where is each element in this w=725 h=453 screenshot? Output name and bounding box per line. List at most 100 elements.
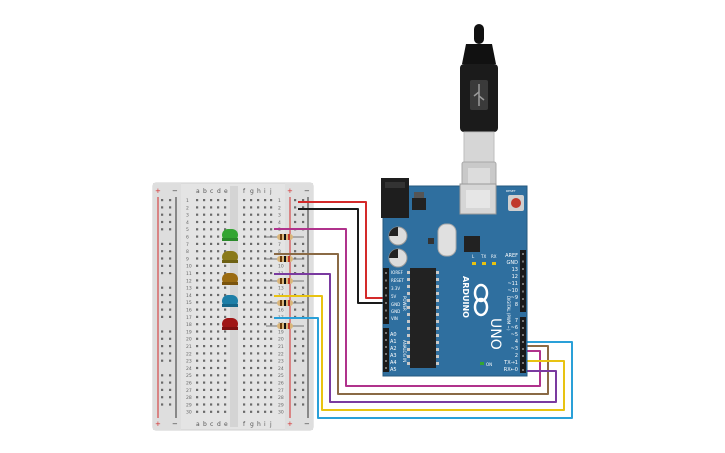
- rail-hole: [161, 388, 164, 391]
- breadboard-hole: [264, 337, 267, 340]
- rail-hole: [302, 337, 305, 340]
- row-number: 27: [278, 388, 284, 394]
- chip-pin: [407, 362, 410, 365]
- col-letter-g-bottom: g: [250, 421, 254, 428]
- row-number: 16: [186, 308, 192, 314]
- rail-hole: [161, 286, 164, 289]
- breadboard-hole: [217, 330, 220, 333]
- breadboard-hole: [224, 330, 227, 333]
- led-red[interactable]: [222, 318, 238, 330]
- pin-12: 12: [512, 274, 518, 280]
- breadboard-hole: [243, 213, 246, 216]
- breadboard-hole: [257, 264, 260, 267]
- pin-3v3: 3.3V: [391, 286, 400, 291]
- rail-hole: [161, 352, 164, 355]
- breadboard-hole: [217, 242, 220, 245]
- breadboard-hole: [196, 410, 199, 413]
- power-title: POWER: [402, 296, 407, 311]
- capacitors: [388, 226, 408, 268]
- breadboard-hole: [264, 242, 267, 245]
- resistor-2[interactable]: [266, 256, 304, 262]
- breadboard-hole: [224, 264, 227, 267]
- pin-gnd-2: GND: [391, 309, 400, 314]
- breadboard-hole: [217, 293, 220, 297]
- led-orange[interactable]: [222, 273, 238, 285]
- breadboard-hole: [257, 323, 260, 326]
- rail-hole: [169, 359, 172, 362]
- header-pin: [385, 309, 387, 312]
- rail-hole: [169, 206, 172, 209]
- breadboard-hole: [243, 242, 246, 245]
- breadboard-hole: [196, 403, 199, 406]
- breadboard-hole: [243, 315, 246, 318]
- breadboard-hole: [250, 315, 253, 318]
- column-letters-top: a b c d e f g h i j: [196, 188, 272, 195]
- breadboard-hole: [224, 352, 227, 355]
- col-letter-b-bottom: b: [203, 421, 207, 428]
- col-letter-g: g: [250, 188, 254, 195]
- breadboard-hole: [196, 381, 199, 384]
- led-green[interactable]: [222, 229, 238, 241]
- breadboard-hole: [217, 199, 220, 202]
- chip-pins: [407, 271, 439, 365]
- wire-gnd[interactable]: [298, 208, 383, 304]
- reset-label: RESET: [506, 189, 516, 193]
- breadboard-hole: [196, 366, 199, 370]
- breadboard-hole: [224, 220, 227, 224]
- wire-led5[interactable]: [274, 317, 573, 419]
- breadboard-hole: [270, 396, 273, 399]
- wire-led1[interactable]: [274, 228, 541, 387]
- header-pin: [522, 305, 524, 308]
- breadboard-hole: [196, 388, 199, 391]
- breadboard-hole: [217, 410, 220, 413]
- breadboard-hole: [264, 279, 267, 282]
- breadboard-hole: [257, 293, 260, 297]
- breadboard-hole: [203, 257, 206, 260]
- wire-vcc[interactable]: [298, 201, 383, 299]
- breadboard-hole: [224, 381, 227, 384]
- breadboard-hole: [203, 286, 206, 289]
- arduino-uno[interactable]: RESET IOREF RESET 3.3V 5V GND GND: [381, 178, 528, 377]
- rail-hole: [169, 308, 172, 311]
- rail-hole: [302, 345, 305, 348]
- wire-led4[interactable]: [274, 295, 565, 411]
- rail-hole: [294, 403, 297, 406]
- resistor-4[interactable]: [266, 300, 304, 306]
- rail-hole: [294, 388, 297, 391]
- breadboard-hole: [264, 220, 267, 224]
- breadboard-hole: [217, 359, 220, 362]
- breadboard-hole: [243, 337, 246, 340]
- resistor-5[interactable]: [266, 323, 304, 329]
- wire-led3[interactable]: [274, 273, 557, 403]
- row-number: 21: [278, 344, 284, 350]
- breadboard-hole: [250, 235, 253, 238]
- breadboard-hole: [203, 242, 206, 245]
- led-yellow[interactable]: [222, 251, 238, 263]
- resistor-3[interactable]: [266, 278, 304, 284]
- chip-pin: [407, 348, 410, 351]
- header-pin: [385, 272, 387, 274]
- breadboard-hole: [210, 279, 213, 282]
- breadboard-hole: [224, 293, 227, 297]
- row-number: 27: [186, 388, 192, 394]
- leds: [222, 229, 238, 330]
- breadboard-hole: [210, 257, 213, 260]
- rail-hole: [169, 396, 172, 399]
- breadboard-hole: [210, 301, 213, 304]
- resistor-1[interactable]: [266, 234, 304, 240]
- breadboard-hole: [250, 257, 253, 260]
- breadboard-hole: [270, 301, 273, 304]
- atmega-chip: [410, 268, 436, 368]
- breadboard-hole: [243, 279, 246, 282]
- row-number: 23: [278, 359, 284, 365]
- led-blue[interactable]: [222, 295, 238, 307]
- rail-hole: [294, 199, 297, 202]
- breadboard-hole: [264, 206, 267, 209]
- breadboard-hole: [264, 374, 267, 377]
- row-number: 1: [278, 198, 281, 204]
- breadboard-hole: [210, 308, 213, 311]
- breadboard-hole: [196, 206, 199, 209]
- wire-led2[interactable]: [274, 253, 549, 395]
- rail-hole: [161, 264, 164, 267]
- col-letter-d-bottom: d: [217, 421, 221, 428]
